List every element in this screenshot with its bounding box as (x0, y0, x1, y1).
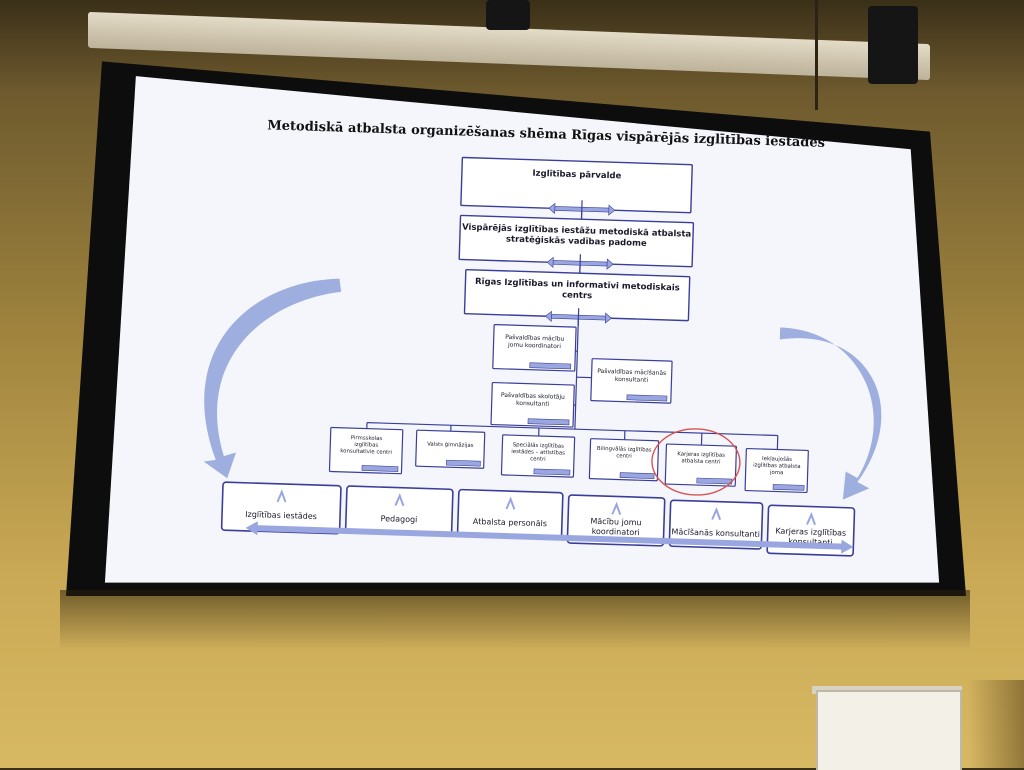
bottom-box-label: Pedagogi (380, 514, 417, 524)
middle-box-bar (530, 363, 571, 369)
center-box-bar (697, 478, 732, 484)
bottom-box: Atbalsta personāls (458, 490, 563, 539)
double-arrow-stem (578, 308, 579, 326)
top-box-frame (461, 157, 692, 212)
center-box-label: Iekļaujošās (762, 455, 792, 463)
top-box-label: centrs (562, 290, 592, 301)
center-box-bar (446, 460, 480, 466)
center-box-bar (773, 484, 804, 490)
center-box-label: izglītības (354, 442, 378, 449)
middle-box-label: konsultanti (615, 376, 649, 384)
center-box-label: centri (530, 456, 546, 462)
slide-title: Metodiskā atbalsta organizēšanas shēma R… (267, 118, 825, 151)
middle-box-bar (627, 395, 667, 401)
center-box-label: centri (616, 453, 632, 459)
center-box-label: atbalsta centri (681, 458, 720, 465)
center-box-label: joma (769, 470, 784, 476)
top-box: Izglītības pārvalde (461, 157, 692, 212)
double-arrow-stem (582, 200, 583, 218)
bottom-box-label: Mācību jomu (590, 517, 641, 528)
center-box-bar (362, 465, 398, 471)
middle-box-label: konsultanti (516, 400, 550, 408)
bottom-box-frame (458, 490, 563, 539)
center-box-bar (620, 473, 654, 479)
center-box-bar (534, 469, 570, 475)
bottom-box-frame (346, 486, 453, 535)
middle-box-bar (528, 419, 569, 425)
curved-arrow-left (202, 275, 342, 482)
bottom-box-label: koordinatori (592, 527, 640, 538)
bottom-box: Pedagogi (346, 486, 453, 535)
double-arrow-stem (580, 254, 581, 272)
top-box: Rīgas Izglītības un informatīvi metodisk… (464, 270, 689, 321)
top-box: Vispārējās izglītības iestāžu metodiskā … (459, 215, 693, 266)
center-box: Valsts ģimnāzijas (416, 430, 485, 468)
